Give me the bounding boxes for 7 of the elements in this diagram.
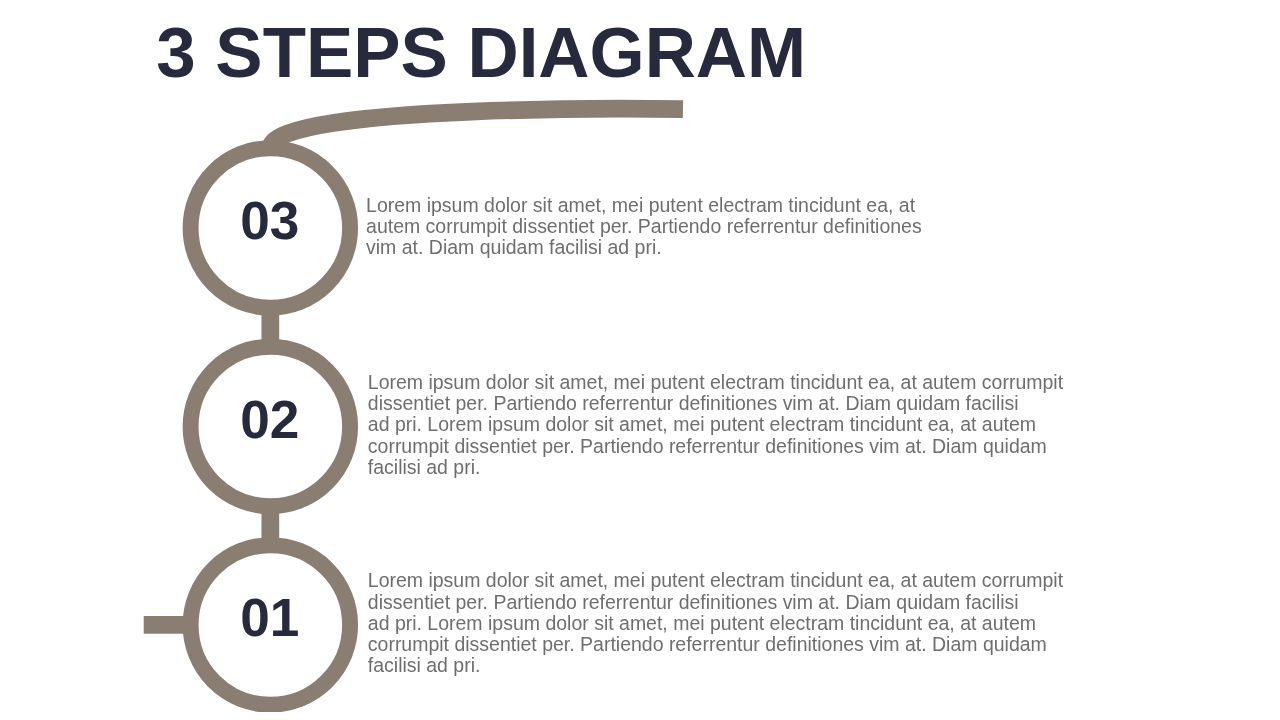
diagram-title: 3 STEPS DIAGRAM xyxy=(156,13,807,93)
node-label: Lorem ipsum dolor sit amet, mei putent electram tincidunt ea, at autem corrumpit dissentiet per. Partiendo referrentur definitiones vim at. Diam quidam facilisi ad pri. Lorem ipsum dolor sit amet, mei putent electram tincidunt ea, at autem corrumpit dissentiet per. Partiendo referrentur definitiones vim at. Diam quidam facilisi ad pri. xyxy=(367,569,1064,677)
node-label: Lorem ipsum dolor sit amet, mei putent electram tincidunt ea, at autem corrumpit dissentiet per. Partiendo referrentur definitiones vim at. Diam quidam facilisi ad pri. xyxy=(366,193,922,259)
node-circle: 03 xyxy=(182,140,359,316)
node-circle: 01 xyxy=(182,537,359,712)
node-circle: 02 xyxy=(182,338,359,515)
node-label: Lorem ipsum dolor sit amet, mei putent electram tincidunt ea, at autem corrumpit dissentiet per. Partiendo referrentur definitiones vim at. Diam quidam facilisi ad pri. Lorem ipsum dolor sit amet, mei putent electram tincidunt ea, at autem corrumpit dissentiet per. Partiendo referrentur definitiones vim at. Diam quidam facilisi ad pri. xyxy=(367,370,1064,478)
